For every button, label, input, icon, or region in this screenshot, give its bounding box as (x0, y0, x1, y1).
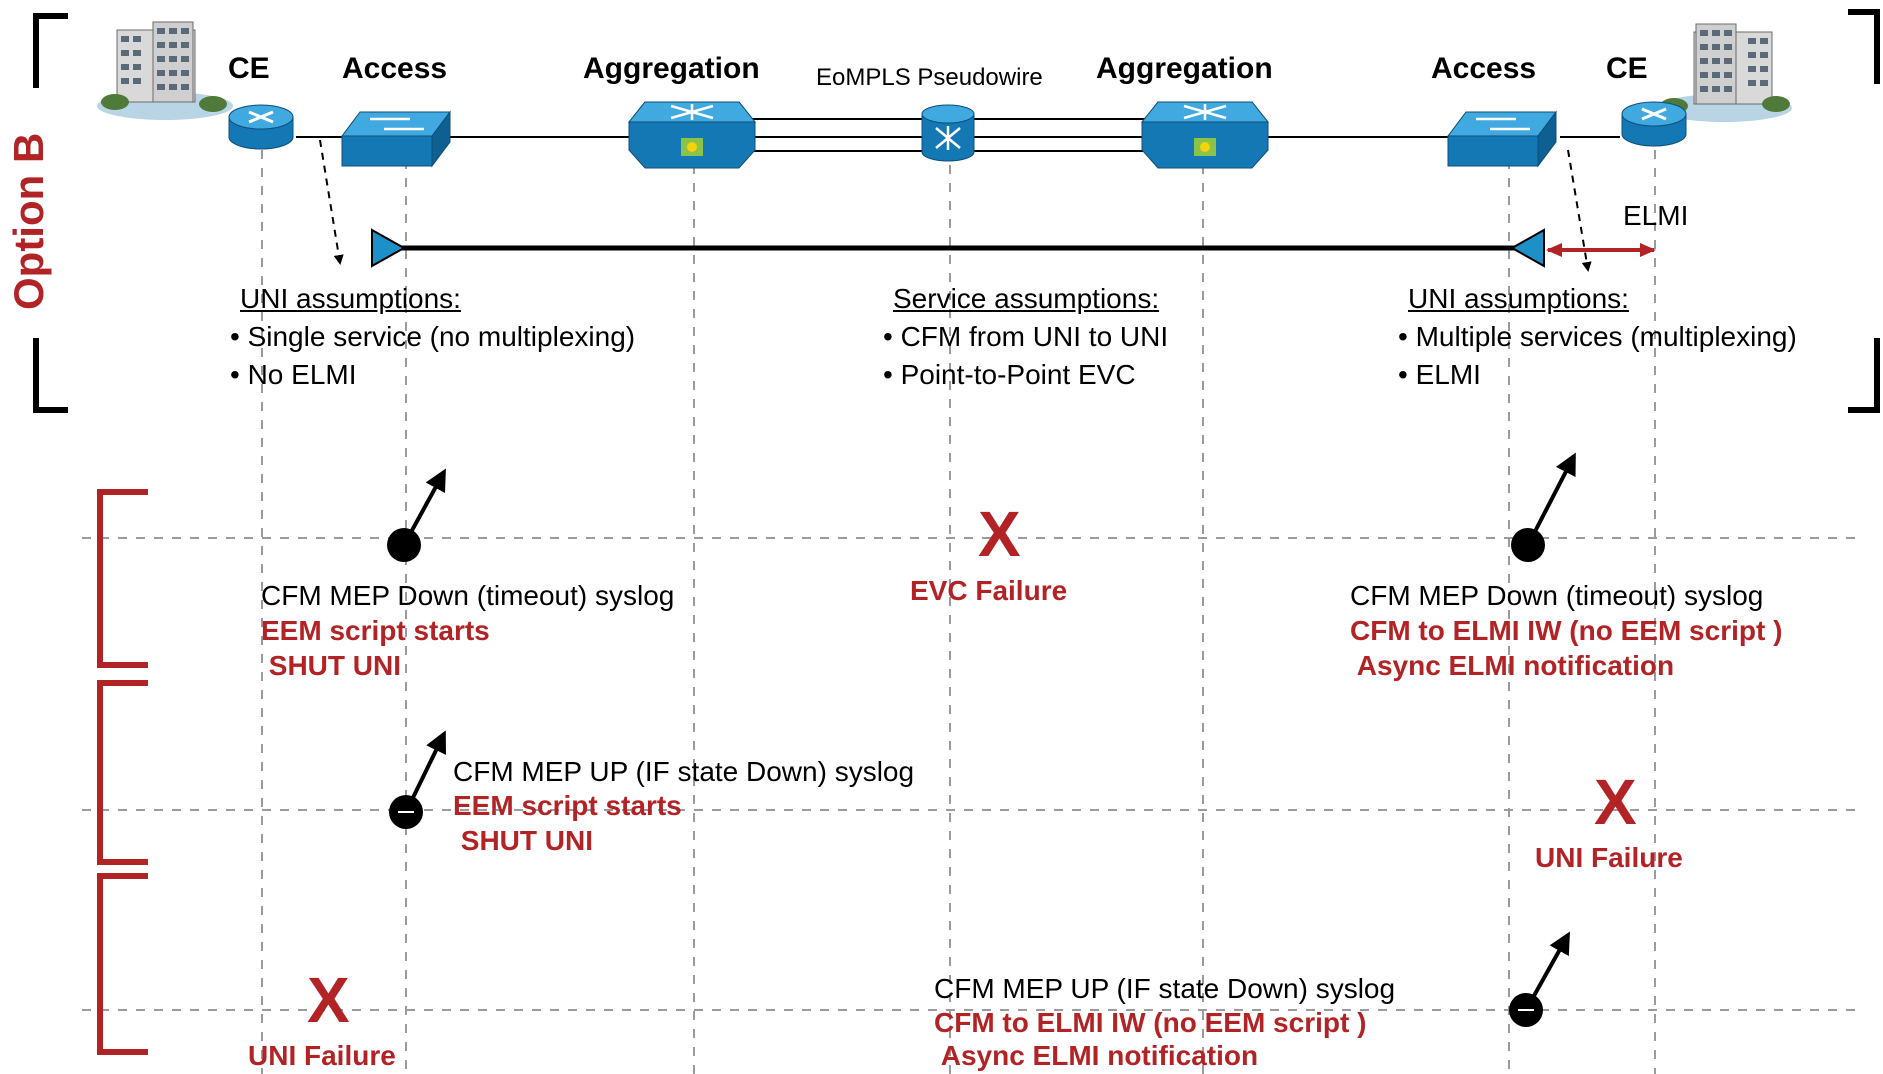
left-assumption-item: • No ELMI (230, 359, 357, 390)
right-assumption-item: • ELMI (1398, 359, 1481, 390)
option-b-bracket (33, 9, 1880, 413)
s2-uni-failure-mark: X (1594, 766, 1637, 838)
building-right-icon (1656, 23, 1792, 122)
building-left-icon (97, 21, 233, 120)
aggregation-left-label: Aggregation (583, 52, 760, 85)
evc-failure-mark: X (978, 498, 1021, 570)
aggregation-right-label: Aggregation (1096, 52, 1273, 85)
s1-left-result: SHUT UNI (261, 650, 401, 681)
ce-router-right-icon (1621, 101, 1687, 147)
vertical-guides (261, 150, 1656, 1074)
s1-left-action: EEM script starts (261, 615, 490, 646)
switch-lever-s1-right (1511, 452, 1576, 562)
s2-action: EEM script starts (453, 790, 682, 821)
right-mep-triangle (1509, 228, 1545, 268)
horizontal-guides (82, 537, 1860, 1011)
right-assumption-item: • Multiple services (multiplexing) (1398, 321, 1797, 352)
s2-result: SHUT UNI (453, 825, 593, 856)
middle-assumption-item: • Point-to-Point EVC (883, 359, 1136, 390)
s2-uni-failure-label: UNI Failure (1535, 842, 1683, 873)
left-mep-triangle (371, 228, 407, 268)
s3-uni-failure-mark: X (307, 964, 350, 1036)
middle-assumption-item: • CFM from UNI to UNI (883, 321, 1169, 352)
ce-left-label: CE (228, 52, 270, 85)
s1-right-result: Async ELMI notification (1350, 650, 1675, 681)
left-assumption-item: • Single service (no multiplexing) (230, 321, 636, 352)
s3-action: CFM to ELMI IW (no EEM script ) (934, 1007, 1367, 1038)
ce-router-left-icon (228, 104, 294, 150)
aggregation-right-icon (1140, 101, 1270, 169)
evc-failure-label: EVC Failure (910, 575, 1068, 606)
pseudowire-node-icon (921, 104, 975, 162)
scenario-brackets (97, 489, 148, 1055)
switch-lever-s2 (389, 730, 447, 829)
s1-right-syslog: CFM MEP Down (timeout) syslog (1350, 580, 1764, 611)
right-assumptions-title: UNI assumptions: (1408, 283, 1629, 314)
s1-left-syslog: CFM MEP Down (timeout) syslog (261, 580, 675, 611)
left-assumption-arrow (319, 139, 344, 265)
s1-right-action: CFM to ELMI IW (no EEM script ) (1350, 615, 1783, 646)
s3-syslog: CFM MEP UP (IF state Down) syslog (934, 973, 1396, 1004)
s2-syslog: CFM MEP UP (IF state Down) syslog (453, 756, 915, 787)
switch-lever-s3 (1509, 931, 1570, 1027)
s3-uni-failure-label: UNI Failure (248, 1040, 396, 1071)
switch-lever-s1-left (387, 468, 446, 562)
option-b-label: Option B (5, 132, 52, 310)
access-right-label: Access (1431, 52, 1537, 85)
access-switch-left-icon (341, 110, 451, 168)
ce-right-label: CE (1606, 52, 1648, 85)
left-assumptions-title: UNI assumptions: (240, 283, 461, 314)
s3-result: Async ELMI notification (934, 1040, 1259, 1071)
elmi-label: ELMI (1623, 200, 1689, 231)
middle-assumptions-title: Service assumptions: (893, 283, 1160, 314)
access-left-label: Access (342, 52, 448, 85)
access-switch-right-icon (1447, 110, 1557, 168)
aggregation-left-icon (627, 101, 757, 169)
pseudowire-label: EoMPLS Pseudowire (816, 64, 1043, 91)
